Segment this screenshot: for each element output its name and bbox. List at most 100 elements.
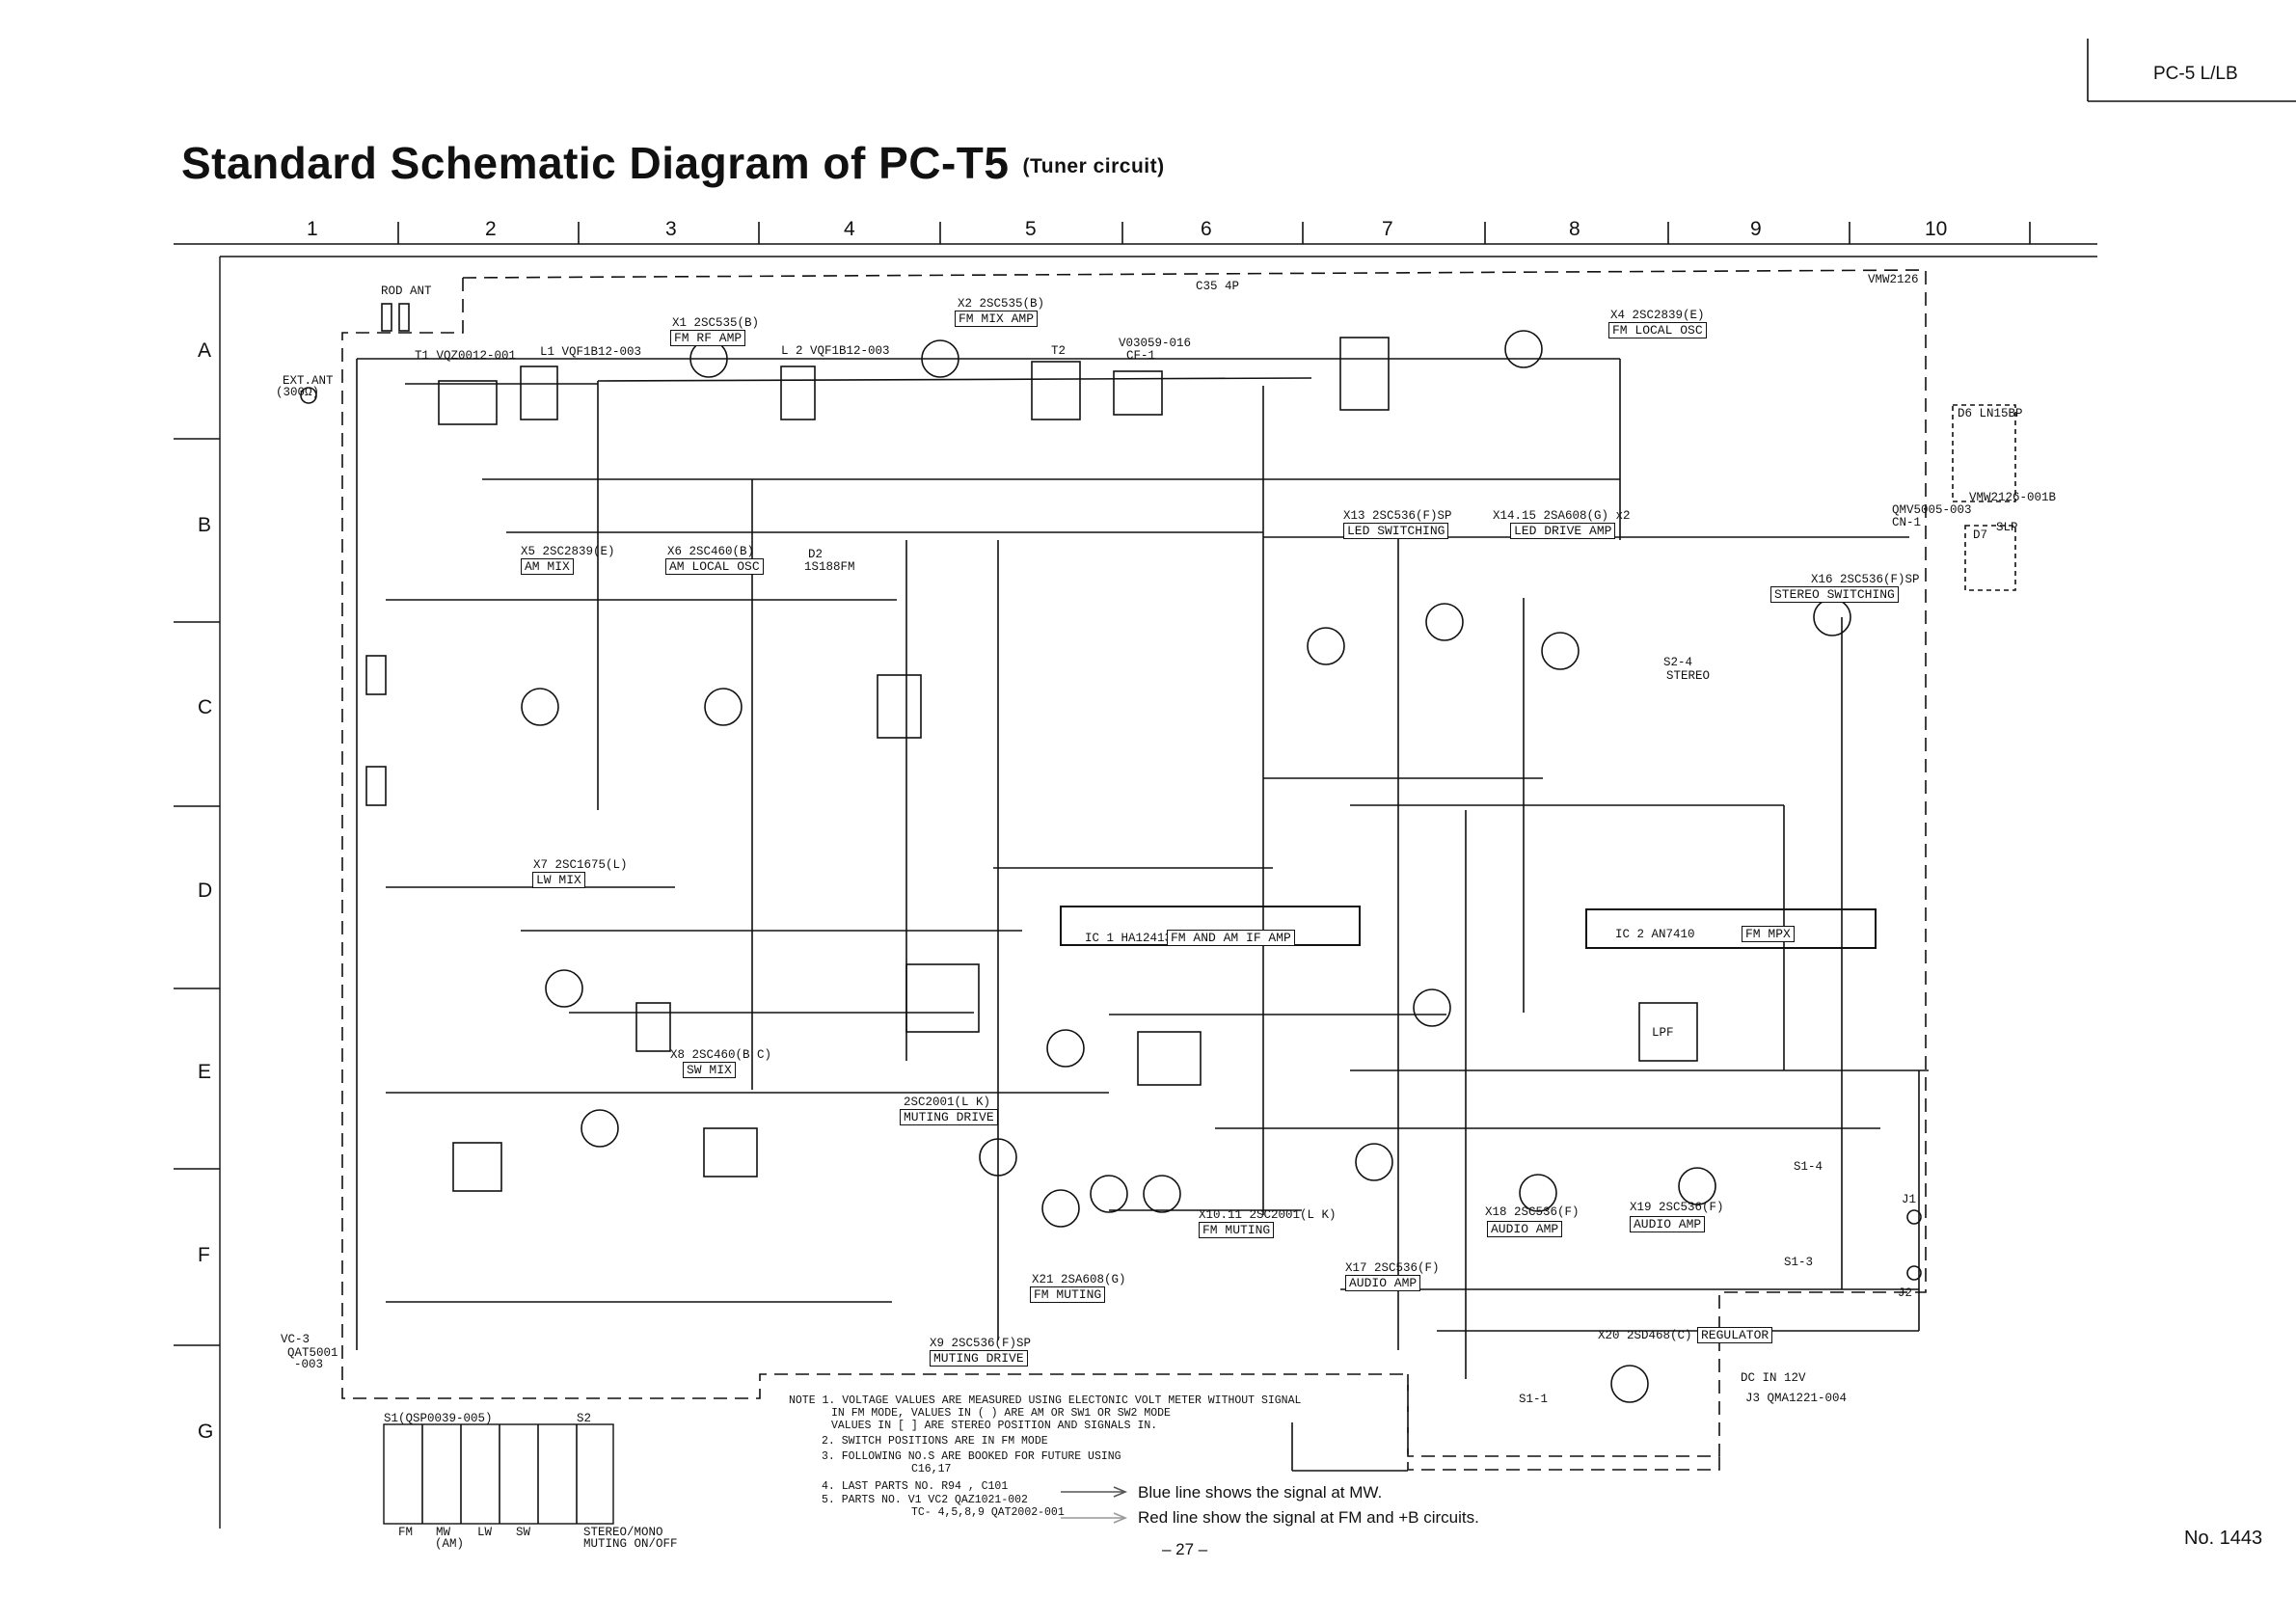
- grid-row-a: A: [198, 339, 212, 362]
- x1415-function-box: LED DRIVE AMP: [1510, 523, 1616, 539]
- x1011-function-box: FM MUTING: [1199, 1222, 1275, 1238]
- x5-function-box: AM MIX: [521, 558, 574, 575]
- grid-row-g: G: [198, 1421, 214, 1443]
- d6-label: D6 LN15BP: [1958, 407, 2023, 420]
- c35-label: C35 4P: [1196, 280, 1240, 293]
- j2-label: J2: [1898, 1286, 1913, 1300]
- x20-label: X20 2SD468(C): [1598, 1329, 1692, 1342]
- x4-function-box: FM LOCAL OSC: [1608, 322, 1707, 338]
- grid-col-3: 3: [665, 218, 677, 240]
- x2-label: X2 2SC535(B): [958, 297, 1045, 311]
- x17-function-box: AUDIO AMP: [1345, 1275, 1421, 1291]
- note-1b: IN FM MODE, VALUES IN ( ) ARE AM OR SW1 …: [831, 1407, 1171, 1420]
- x19-function-box: AUDIO AMP: [1630, 1216, 1706, 1232]
- x16-label: X16 2SC536(F)SP: [1811, 573, 1920, 586]
- j3-label: J3 QMA1221-004: [1745, 1392, 1848, 1405]
- x18-label: X18 2SC536(F): [1485, 1205, 1580, 1219]
- switch-col-sw: SW: [516, 1526, 531, 1539]
- s2-4-label: S2-4: [1663, 656, 1693, 669]
- switch-col-am: (AM): [435, 1537, 465, 1551]
- l2-label: L 2 VQF1B12-003: [781, 344, 890, 358]
- s1-4-label: S1-4: [1794, 1160, 1823, 1174]
- title-text: Standard Schematic Diagram of PC-T5: [181, 138, 1010, 188]
- x8-label: X8 2SC460(B C): [670, 1048, 772, 1062]
- s1-1-label: S1-1: [1519, 1393, 1549, 1406]
- note-1c: VALUES IN [ ] ARE STEREO POSITION AND SI…: [831, 1420, 1158, 1432]
- grid-col-6: 6: [1201, 218, 1212, 240]
- switch-col-stereo: STEREO/MONO: [583, 1526, 663, 1539]
- vc3-part-suffix: -003: [294, 1358, 324, 1371]
- d2-label: D2: [808, 548, 824, 561]
- rod-ant-label: ROD ANT: [381, 284, 432, 298]
- grid-row-c: C: [198, 696, 213, 718]
- x19-label: X19 2SC536(F): [1630, 1201, 1724, 1214]
- note-5b: TC- 4,5,8,9 QAT2002-001: [911, 1506, 1065, 1519]
- j1-label: J1: [1902, 1193, 1917, 1206]
- vc3-label: VC-3: [281, 1333, 311, 1346]
- x13-function-box: LED SWITCHING: [1343, 523, 1449, 539]
- x13-label: X13 2SC536(F)SP: [1343, 509, 1452, 523]
- x1-function-box: FM RF AMP: [670, 330, 746, 346]
- page-number: – 27 –: [1162, 1540, 1208, 1558]
- d7-label: D7: [1973, 528, 1988, 542]
- vmw2126-label: VMW2126: [1868, 273, 1919, 286]
- x7-function-box: LW MIX: [532, 872, 585, 888]
- t2-label: T2: [1051, 344, 1067, 358]
- x18-function-box: AUDIO AMP: [1487, 1221, 1563, 1237]
- ic2-label: IC 2 AN7410: [1615, 928, 1695, 941]
- x21-function-box: FM MUTING: [1030, 1286, 1106, 1303]
- model-label: PC-5 L/LB: [2153, 64, 2238, 84]
- cf1-part-label: V03059-016: [1119, 337, 1192, 350]
- x1415-label: X14.15 2SA608(G) x2: [1493, 509, 1631, 523]
- slp-label: SLP: [1996, 521, 2018, 534]
- x22-function-box: MUTING DRIVE: [900, 1109, 998, 1125]
- note-4: 4. LAST PARTS NO. R94 , C101: [822, 1480, 1009, 1493]
- note-2: 2. SWITCH POSITIONS ARE IN FM MODE: [822, 1435, 1048, 1448]
- switch-table-title: S1(QSP0039-005): [384, 1412, 493, 1425]
- ext-ant-label: EXT.ANT: [283, 374, 334, 388]
- x7-label: X7 2SC1675(L): [533, 858, 628, 872]
- cn1-part-label: QMV5005-003: [1892, 503, 1972, 517]
- grid-row-f: F: [198, 1244, 210, 1266]
- switch-col-mw: MW: [436, 1526, 451, 1539]
- d6-part-label: VMW2126-001B: [1969, 491, 2057, 504]
- x1-label: X1 2SC535(B): [672, 316, 760, 330]
- ic1-function-box: FM AND AM IF AMP: [1167, 930, 1295, 946]
- page-title: Standard Schematic Diagram of PC-T5 (Tune…: [181, 137, 1165, 189]
- x22-label: 2SC2001(L K): [904, 1096, 991, 1109]
- x2-function-box: FM MIX AMP: [955, 311, 1039, 327]
- t1-label: T1 VQZ0012-001: [415, 349, 517, 363]
- grid-col-7: 7: [1382, 218, 1393, 240]
- x21-label: X21 2SA608(G): [1032, 1273, 1126, 1286]
- x8-function-box: SW MIX: [683, 1062, 736, 1078]
- x1011-label: X10.11 2SC2001(L K): [1199, 1208, 1337, 1222]
- grid-row-d: D: [198, 880, 213, 902]
- x9-function-box: MUTING DRIVE: [930, 1350, 1028, 1367]
- x9-label: X9 2SC536(F)SP: [930, 1337, 1032, 1350]
- note-3: 3. FOLLOWING NO.S ARE BOOKED FOR FUTURE …: [822, 1450, 1121, 1463]
- switch-col-lw: LW: [477, 1526, 493, 1539]
- x6-function-box: AM LOCAL OSC: [665, 558, 764, 575]
- ic1-label: IC 1 HA12413: [1085, 932, 1173, 945]
- cn1-label: CN-1: [1892, 516, 1922, 529]
- grid-col-8: 8: [1569, 218, 1580, 240]
- x20-function-box: REGULATOR: [1697, 1327, 1773, 1343]
- grid-col-2: 2: [485, 218, 497, 240]
- l1-label: L1 VQF1B12-003: [540, 345, 642, 359]
- note-1: NOTE 1. VOLTAGE VALUES ARE MEASURED USIN…: [789, 1394, 1302, 1407]
- ic2-function-box: FM MPX: [1742, 926, 1795, 942]
- switch-col-fm: FM: [398, 1526, 414, 1539]
- grid-row-b: B: [198, 514, 212, 536]
- legend-blue: Blue line shows the signal at MW.: [1138, 1483, 1383, 1502]
- note-5: 5. PARTS NO. V1 VC2 QAZ1021-002: [822, 1494, 1028, 1506]
- stereo-label: STEREO: [1666, 669, 1711, 683]
- grid-col-10: 10: [1925, 218, 1948, 240]
- x16-function-box: STEREO SWITCHING: [1770, 586, 1899, 603]
- vc3-part-label: QAT5001: [287, 1346, 338, 1360]
- lpf-label: LPF: [1652, 1026, 1674, 1040]
- grid-col-9: 9: [1750, 218, 1762, 240]
- grid-row-e: E: [198, 1061, 212, 1083]
- title-subtitle: (Tuner circuit): [1022, 155, 1165, 177]
